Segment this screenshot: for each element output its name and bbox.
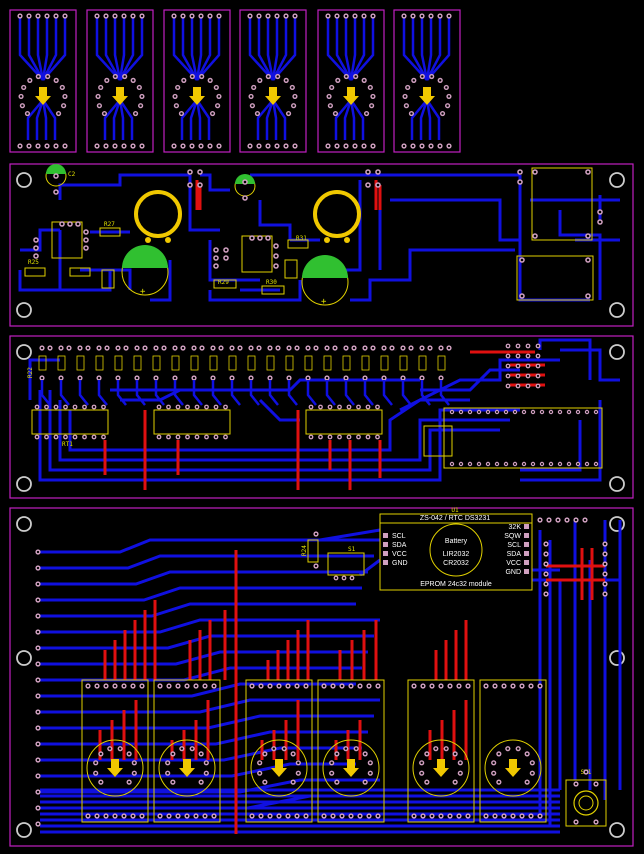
knob-board <box>317 9 385 153</box>
battery-type-1: LIR2032 <box>443 551 470 558</box>
label-rt1: RT1 <box>62 441 73 448</box>
mount-hole <box>609 344 625 360</box>
mount-hole <box>609 476 625 492</box>
eeprom-label: EPROM 24c32 module <box>420 581 492 588</box>
battery-type-2: CR2032 <box>443 560 469 567</box>
mount-hole <box>16 344 32 360</box>
rtc-title: ZS-042 / RTC DS3231 <box>420 515 490 522</box>
mount-hole <box>609 822 625 838</box>
mount-hole <box>16 476 32 492</box>
knob-board <box>9 9 77 153</box>
mount-hole <box>16 302 32 318</box>
rtc-module: ZS-042 / RTC DS3231 U1 Battery LIR2032 C… <box>379 507 533 591</box>
rtc-right-pin-label: SCL <box>507 542 521 549</box>
pot-module <box>81 679 149 823</box>
rtc-left-pin-label: SDA <box>392 542 407 549</box>
knob-board <box>86 9 154 153</box>
rtc-left-pin-label: VCC <box>392 551 407 558</box>
rtc-left-pin-label: GND <box>392 560 408 567</box>
rtc-right-pin-label: SDA <box>507 551 522 558</box>
label-s1: S1 <box>348 546 356 553</box>
knob-board-row <box>9 9 461 153</box>
label-r24: R24 <box>301 545 308 556</box>
label-r27: R27 <box>104 221 115 228</box>
rtc-right-pin-label: SQW <box>504 533 521 540</box>
knob-board <box>239 9 307 153</box>
label-r31: R31 <box>296 235 307 242</box>
rtc-left-pin-label: SCL <box>392 533 406 540</box>
label-c2: C2 <box>68 171 76 178</box>
mount-hole <box>609 172 625 188</box>
rtc-right-pin-label: 32K <box>509 524 522 531</box>
amp-board: + + R27 R25 R29 R30 R31 C2 <box>9 163 634 327</box>
label-r29: R29 <box>218 279 229 286</box>
label-r25: R25 <box>28 259 39 266</box>
knob-board <box>163 9 231 153</box>
mount-hole <box>16 650 32 666</box>
rtc-right-pin-label: VCC <box>506 560 521 567</box>
label-r30: R30 <box>266 279 277 286</box>
mount-hole <box>16 516 32 532</box>
pot-module <box>407 679 475 823</box>
pot-module <box>317 679 385 823</box>
mount-hole <box>609 650 625 666</box>
mount-hole <box>609 302 625 318</box>
battery-title: Battery <box>445 538 468 545</box>
mount-hole <box>609 516 625 532</box>
pot-module <box>479 679 547 823</box>
mux-board: R22 RT1 <box>9 335 634 499</box>
svg-text:+: + <box>321 297 327 307</box>
mount-hole <box>16 172 32 188</box>
main-board: ZS-042 / RTC DS3231 U1 Battery LIR2032 C… <box>9 507 634 847</box>
svg-text:+: + <box>140 287 146 297</box>
rtc-right-pin-label: GND <box>505 569 521 576</box>
mount-hole <box>16 822 32 838</box>
rtc-ref: U1 <box>451 507 459 514</box>
pot-module <box>245 679 313 823</box>
label-r22: R22 <box>27 367 34 378</box>
pot-module <box>153 679 221 823</box>
knob-board <box>393 9 461 153</box>
